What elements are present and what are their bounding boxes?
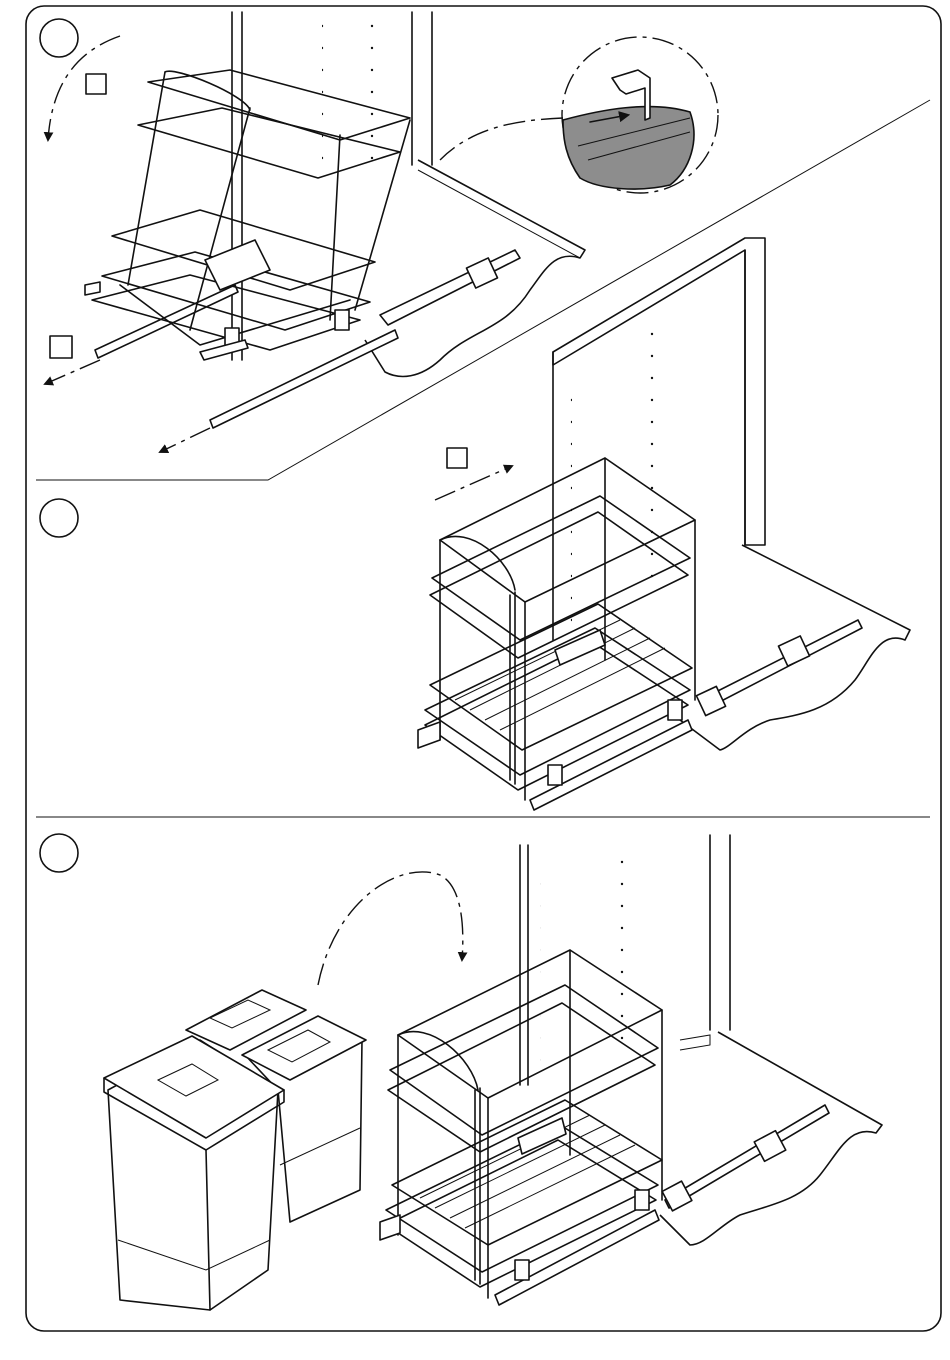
step-3-panel (40, 834, 882, 1310)
panel-holes (322, 14, 376, 164)
step-1-marker-a (86, 74, 106, 94)
push-in-arrow-icon (435, 466, 512, 500)
insert-arrow-icon (318, 872, 463, 985)
wire-basket-tilted (85, 70, 410, 360)
pull-out-arrow-icon (45, 360, 100, 384)
waste-bins (104, 990, 366, 1310)
step-1-panel (40, 12, 718, 452)
detail-magnifier-icon (440, 37, 718, 193)
cabinet-face (412, 12, 432, 165)
cabinet-panel-step2 (553, 238, 765, 545)
cabinet-side-panel (232, 12, 242, 360)
pull-out-arrow-icon-2 (160, 428, 210, 452)
step-1-badge (40, 19, 78, 57)
panel-holes-step3 (535, 845, 670, 1080)
cabinet-panel-step3 (520, 845, 528, 1085)
step-3-badge (40, 834, 78, 872)
rotate-arrow-icon (48, 36, 120, 140)
step-1-marker-b (50, 336, 72, 358)
step-2-marker (447, 448, 467, 468)
step-2-badge (40, 499, 78, 537)
